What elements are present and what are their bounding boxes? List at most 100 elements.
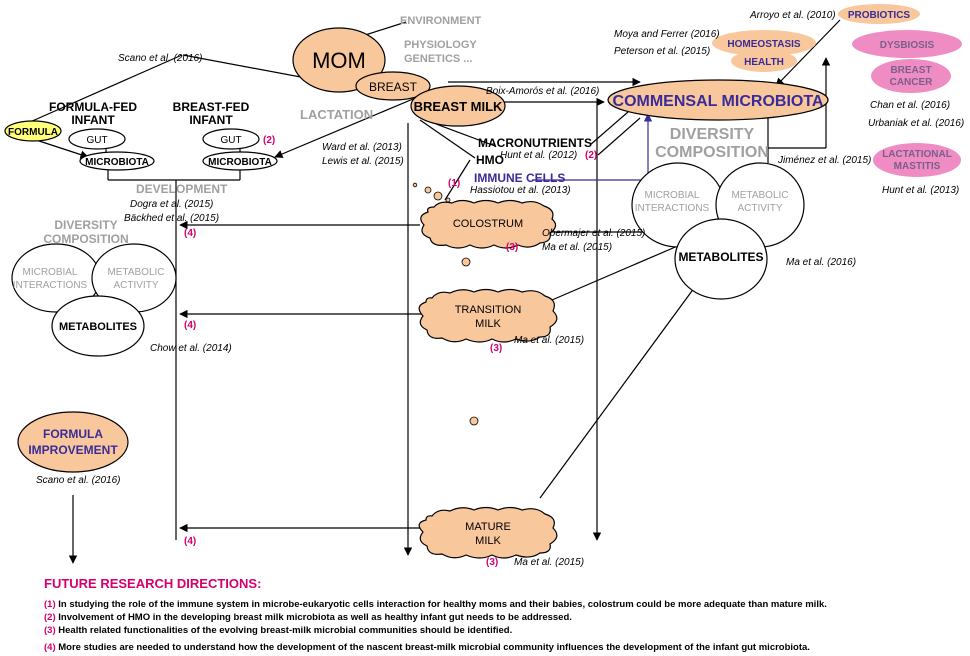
future-item-1: (1) In studying the role of the immune s…: [44, 599, 827, 610]
marker-4-colostrum: (4): [184, 228, 196, 239]
ref-backhed: Bäckhed et al. (2015): [124, 213, 219, 224]
breast-cancer-node: [871, 59, 951, 93]
ref-arroyo: Arroyo et al. (2010): [749, 10, 836, 21]
breast-fed-infant-label-2: INFANT: [189, 113, 233, 127]
dysbiosis-label: DYSBIOSIS: [880, 40, 935, 51]
metabolic-activity-right-label-2: ACTIVITY: [737, 203, 782, 214]
ref-dogra: Dogra et al. (2015): [130, 199, 213, 210]
breast-cancer-label-2: CANCER: [890, 77, 934, 88]
commensal-microbiota-label: COMMENSAL MICROBIOTA: [613, 93, 824, 110]
future-item-3-text: Health related functionalities of the ev…: [56, 625, 513, 636]
future-item-1-text: In studying the role of the immune syste…: [56, 599, 827, 610]
future-research-section: FUTURE RESEARCH DIRECTIONS: (1) In study…: [44, 576, 827, 653]
diversity-composition-left-label-2: COMPOSITION: [43, 232, 128, 246]
ref-hunt-right: Hunt et al. (2013): [882, 185, 959, 196]
future-item-3-num: (3): [44, 625, 56, 636]
gut-right-node: [202, 128, 260, 150]
future-item-4-text: More studies are needed to understand ho…: [56, 642, 810, 653]
breast-milk-node: [410, 85, 506, 127]
ref-ma-transition: Ma et al. (2015): [514, 335, 584, 346]
macronutrients-label: MACRONUTRIENTS: [478, 136, 592, 150]
future-item-4: (4) More studies are needed to understan…: [44, 642, 810, 653]
microbiota-left-node: [79, 151, 155, 171]
future-item-3: (3) Health related functionalities of th…: [44, 625, 512, 636]
marker-3-colostrum: (3): [506, 242, 518, 253]
formula-improvement-label-1: FORMULA: [43, 427, 103, 441]
metabolites-left-node: [51, 295, 145, 357]
commensal-microbiota-node: [607, 79, 829, 121]
marker-4-transition: (4): [184, 320, 196, 331]
homeostasis-node: [712, 30, 816, 56]
ref-hunt-2012: Hunt et al. (2012): [500, 150, 577, 161]
metabolites-right-node: [674, 218, 768, 300]
ref-ma-colostrum: Ma et al. (2015): [542, 242, 612, 253]
breast-label: BREAST: [369, 80, 418, 94]
lactational-mastitis-label-1: LACTATIONAL: [882, 149, 952, 160]
colostrum-label: COLOSTRUM: [453, 218, 523, 230]
immune-cells-label: IMMUNE CELLS: [474, 171, 565, 185]
ref-chan: Chan et al. (2016): [870, 100, 950, 111]
ref-lewis: Lewis et al. (2015): [322, 156, 404, 167]
ref-ma-mature: Ma et al. (2015): [514, 557, 584, 568]
metabolic-activity-right-label-1: METABOLIC: [731, 190, 788, 201]
physiology-label: PHYSIOLOGY: [404, 39, 477, 51]
hmo-label: HMO: [476, 153, 504, 167]
future-item-4-num: (4): [44, 642, 56, 653]
formula-node: [4, 120, 62, 142]
marker-1-immune: (1): [448, 178, 460, 189]
diversity-composition-right-label-1: DIVERSITY: [670, 126, 755, 143]
marker-3-mature: (3): [486, 557, 498, 568]
gut-right-label: GUT: [220, 135, 241, 146]
environment-label: ENVIRONMENT: [400, 15, 482, 27]
future-research-title: FUTURE RESEARCH DIRECTIONS:: [44, 576, 261, 591]
breast-node: [355, 71, 431, 101]
lactational-mastitis-label-2: MASTITIS: [894, 161, 941, 172]
metabolic-activity-left-label-1: METABOLIC: [107, 267, 164, 278]
ref-ma-2016: Ma et al. (2016): [786, 257, 856, 268]
breast-fed-infant-label-1: BREAST-FED: [173, 100, 250, 114]
transition-milk-node: [418, 288, 558, 343]
ref-ward: Ward et al. (2013): [322, 142, 402, 153]
mature-milk-node: [418, 506, 558, 559]
health-node: [731, 50, 797, 72]
microbial-interactions-left-label-1: MICROBIAL: [22, 267, 77, 278]
diversity-composition-left-label-1: DIVERSITY: [54, 218, 117, 232]
metabolites-right-label: METABOLITES: [678, 250, 763, 264]
probiotics-node: [838, 4, 920, 24]
microbiota-left-label: MICROBIOTA: [85, 157, 149, 168]
lactational-mastitis-node: [873, 143, 961, 177]
immune-cells-connector: [532, 113, 653, 181]
connector-lines: [29, 19, 841, 564]
formula-improvement-label-2: IMPROVEMENT: [28, 443, 118, 457]
future-item-2-text: Involvement of HMO in the developing bre…: [56, 612, 572, 623]
microbiota-right-node: [202, 151, 278, 171]
marker-2-gut: (2): [263, 135, 275, 146]
gut-left-node: [68, 128, 126, 150]
metabolites-left-label: METABOLITES: [59, 321, 137, 333]
formula-label: FORMULA: [8, 127, 58, 138]
mature-milk-label-2: MILK: [475, 535, 501, 547]
marker-2-hmo: (2): [585, 150, 597, 161]
development-label: DEVELOPMENT: [136, 182, 228, 196]
future-item-2: (2) Involvement of HMO in the developing…: [44, 612, 572, 623]
gut-left-label: GUT: [86, 135, 107, 146]
formula-fed-infant-label-1: FORMULA-FED: [49, 100, 137, 114]
ref-peterson: Peterson et al. (2015): [614, 46, 710, 57]
ref-moya: Moya and Ferrer (2016): [614, 29, 720, 40]
dysbiosis-node: [852, 30, 962, 58]
mature-milk-label-1: MATURE: [465, 521, 511, 533]
breast-cancer-label-1: BREAST: [890, 65, 931, 76]
transition-milk-label-1: TRANSITION: [455, 304, 522, 316]
ref-scano-top: Scano et al. (2016): [118, 53, 203, 64]
microbial-interactions-right-label-1: MICROBIAL: [644, 190, 699, 201]
homeostasis-label: HOMEOSTASIS: [727, 39, 800, 50]
formula-improvement-node: [17, 411, 129, 473]
microbiota-right-label: MICROBIOTA: [208, 157, 272, 168]
microbial-interactions-right-label-2: INTERACTIONS: [635, 203, 710, 214]
microbial-interactions-left-label-2: INTERACTIONS: [13, 280, 88, 291]
marker-3-transition: (3): [490, 343, 502, 354]
genetics-label: GENETICS ...: [404, 53, 472, 65]
ref-hassiotou: Hassiotou et al. (2013): [470, 185, 571, 196]
breast-milk-label: BREAST MILK: [414, 99, 503, 114]
